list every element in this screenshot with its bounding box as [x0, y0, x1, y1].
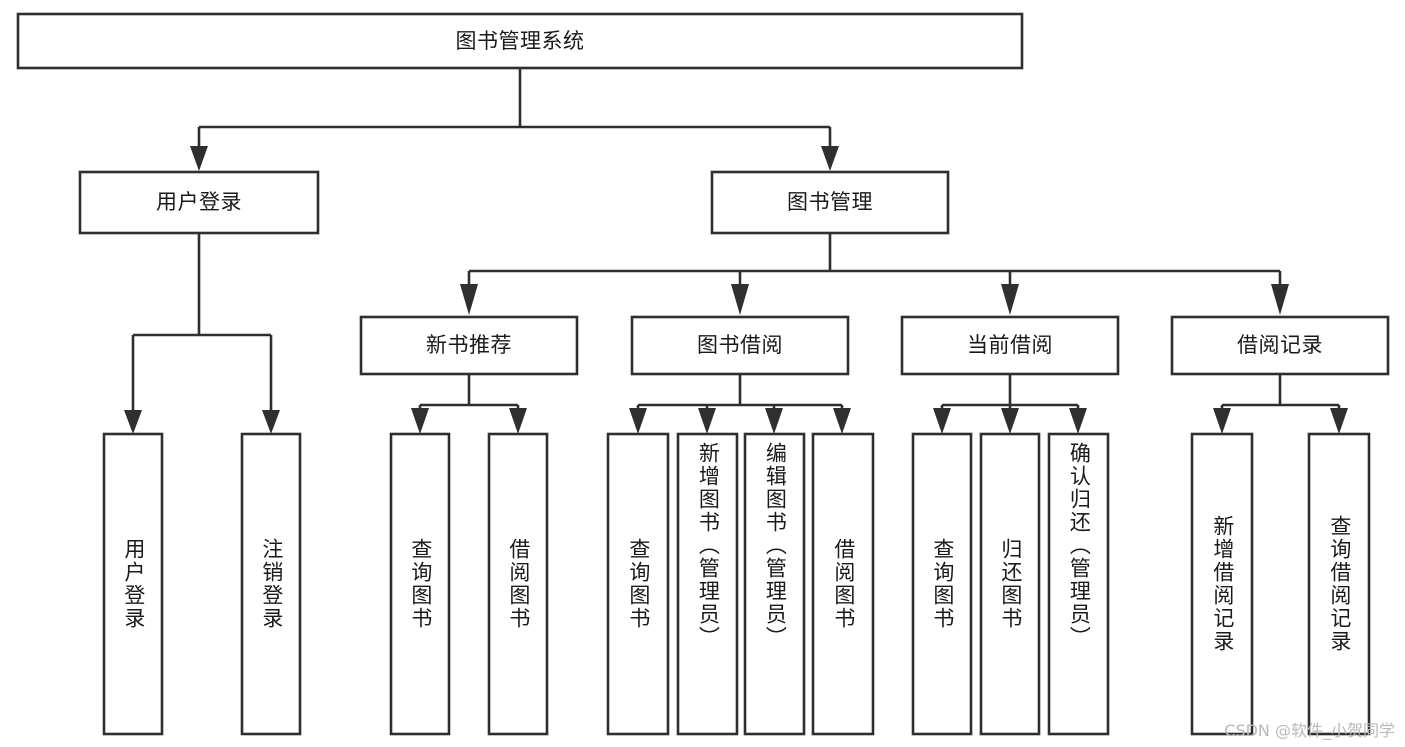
arrow-head-book-mgmt	[821, 146, 839, 171]
leaf-cb-return-book[interactable]	[979, 432, 1041, 736]
leaf-br-add-record[interactable]	[1190, 432, 1254, 736]
arrow-head-bb-leaf-2	[698, 408, 716, 434]
arrow-head-br-leaf-1	[1213, 408, 1231, 434]
node-user-login-label: 用户登录	[156, 190, 242, 214]
leaf-bb-query-book[interactable]	[606, 432, 670, 736]
arrow-head-leaf-user-login	[124, 410, 142, 434]
arrow-head-bb-leaf-3	[765, 408, 783, 434]
arrow-head-leaf-logout	[262, 410, 280, 434]
arrow-head-br-leaf-2	[1330, 408, 1348, 434]
arrow-head-book-borrow	[731, 284, 749, 315]
arrow-head-nb-leaf-1	[411, 408, 429, 434]
arrow-head-cb-leaf-3	[1069, 408, 1087, 434]
arrow-head-new-book	[460, 284, 478, 315]
arrow-head-nb-leaf-2	[509, 408, 527, 434]
connector-layer	[124, 68, 1348, 434]
leaf-nb-borrow-book[interactable]	[487, 432, 549, 736]
node-root-label: 图书管理系统	[456, 29, 585, 53]
leaf-bb-edit-book-admin[interactable]	[743, 432, 806, 736]
leaf-user-login[interactable]	[102, 432, 164, 736]
arrow-head-user-login	[190, 146, 208, 171]
arrow-head-borrow-record	[1271, 284, 1289, 315]
node-new-book-recommend[interactable]	[359, 315, 579, 376]
leaf-cb-confirm-return-admin[interactable]	[1047, 432, 1110, 736]
node-user-login[interactable]	[78, 170, 320, 235]
arrow-head-cb-leaf-1	[933, 408, 951, 434]
arrow-head-bb-leaf-1	[629, 408, 647, 434]
node-borrow-record[interactable]	[1170, 315, 1390, 376]
node-current-borrow-label: 当前借阅	[967, 333, 1053, 357]
leaf-bb-add-book-admin[interactable]	[676, 432, 739, 736]
node-current-borrow[interactable]	[900, 315, 1120, 376]
node-root[interactable]	[16, 12, 1024, 70]
node-layer: 图书管理系统 用户登录 图书管理 新书推荐 图书借阅 当前借阅 借阅记录	[16, 12, 1390, 736]
arrow-head-current-borrow	[1001, 284, 1019, 315]
node-book-management[interactable]	[710, 170, 950, 235]
node-new-book-recommend-label: 新书推荐	[426, 333, 512, 357]
leaf-bb-borrow-book[interactable]	[811, 432, 875, 736]
node-book-borrow[interactable]	[630, 315, 850, 376]
node-book-management-label: 图书管理	[787, 190, 873, 214]
leaf-logout-login[interactable]	[240, 432, 302, 736]
node-book-borrow-label: 图书借阅	[697, 333, 783, 357]
leaf-cb-query-book[interactable]	[911, 432, 973, 736]
leaf-nb-query-book[interactable]	[389, 432, 451, 736]
arrow-head-cb-leaf-2	[1001, 408, 1019, 434]
arrow-head-bb-leaf-4	[833, 408, 851, 434]
leaf-br-query-record[interactable]	[1307, 432, 1371, 736]
node-borrow-record-label: 借阅记录	[1237, 333, 1323, 357]
